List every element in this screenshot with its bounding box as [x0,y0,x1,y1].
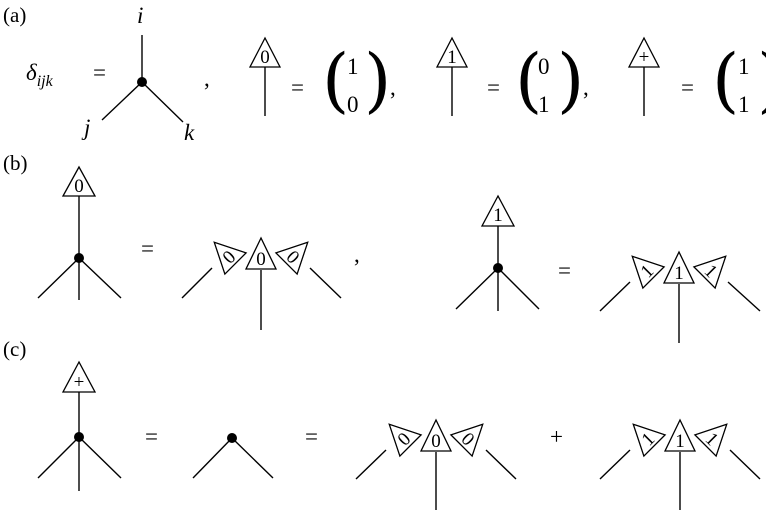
vector-zero-equals: = [291,75,304,100]
vector-one-definition: 1 = ( 0 1 ) , [435,36,589,121]
triangle-zero-label: 0 [256,249,266,270]
vector-plus-equals: = [681,75,694,100]
delta-label-k: k [184,120,195,145]
left-leg [37,257,80,299]
b-one-node-lhs: 1 [455,194,540,311]
triangle-one [632,423,667,458]
svg-text:δijk: δijk [26,60,54,90]
triangle-one [662,250,696,284]
separator-comma: , [583,75,589,100]
right-leg [231,437,274,479]
right-leg [485,449,517,480]
vector-one-left-paren: ( [515,39,542,121]
left-leg [455,267,499,310]
c-zero-product: 0 0 0 [355,418,517,510]
triangle-zero [388,423,423,458]
c-plus-node: + [37,360,122,491]
delta-definition: δijk = i j k , [26,3,210,145]
panel-label-b: (b) [3,151,28,175]
right-leg [497,267,540,310]
triangle-zero [244,236,278,270]
delta-node [227,433,237,443]
c-plus-operator: + [550,424,563,449]
vector-zero-top: 1 [347,54,359,79]
b-one-product-rhs: 1 1 1 [599,250,761,343]
delta-equals: = [93,60,106,85]
vector-zero-bottom: 0 [347,92,359,117]
triangle-zero [274,241,309,276]
delta-label-j: j [81,115,90,140]
vector-one-bottom: 1 [538,92,550,117]
panel-label-a: (a) [3,3,26,27]
vector-plus-right-paren: ) [757,39,766,121]
c-equals-2: = [305,424,318,449]
triangle-one [631,255,666,290]
delta-node [493,263,503,273]
c-delta-node [192,433,274,479]
right-leg [729,449,761,480]
triangle-zero [213,241,248,276]
b-zero-node-lhs: 0 [37,165,122,300]
left-leg [599,281,631,312]
triangle-zero-label: 0 [431,431,441,452]
triangle-one [692,255,727,290]
triangle-one-label: 1 [674,263,684,284]
left-leg [37,436,80,479]
delta-node [137,77,147,87]
left-leg [599,449,631,480]
triangle-zero [419,418,453,452]
triangle-one-label: 1 [675,431,685,452]
right-leg [727,281,761,312]
vector-zero-right-paren: ) [364,39,391,121]
b-zero-product-rhs: 0 0 0 [181,236,342,330]
separator-comma: , [354,242,360,267]
c-equals-1: = [145,424,158,449]
triangle-one [693,423,728,458]
vector-plus-top: 1 [738,54,750,79]
vector-one-equals: = [487,75,500,100]
right-leg [309,267,342,299]
separator-comma: , [204,66,210,91]
right-leg [78,436,122,479]
delta-leg-j [101,81,143,121]
delta-node [74,432,84,442]
triangle-one [663,418,697,452]
c-one-product: 1 1 1 [599,418,761,510]
right-leg [78,257,122,299]
vector-plus-left-paren: ( [712,39,739,121]
b-zero-equals: = [141,236,154,261]
delta-indices: ijk [37,73,54,90]
delta-leg-k [141,81,184,123]
delta-node [74,253,84,263]
delta-symbol: δ [26,60,37,85]
vector-one-top: 0 [538,54,550,79]
left-leg [192,437,233,479]
vector-zero-left-paren: ( [322,39,349,121]
vector-plus-definition: + = ( 1 1 ) [627,36,766,121]
vector-plus-bottom: 1 [738,92,750,117]
separator-comma: , [390,75,396,100]
left-leg [355,449,387,480]
triangle-one-label: 1 [493,205,503,226]
vector-one-right-paren: ) [557,39,584,121]
triangle-plus-label: + [74,372,85,393]
b-one-equals: = [558,258,571,283]
left-leg [181,267,213,299]
triangle-zero-label: 0 [74,176,84,197]
triangle-zero [449,423,484,458]
vector-zero-definition: 0 = ( 1 0 ) , [248,36,396,121]
triangle-one-label: 1 [447,47,457,68]
triangle-plus-label: + [639,47,650,68]
triangle-zero-label: 0 [260,47,270,68]
panel-label-c: (c) [3,337,26,361]
delta-label-i: i [137,3,143,28]
